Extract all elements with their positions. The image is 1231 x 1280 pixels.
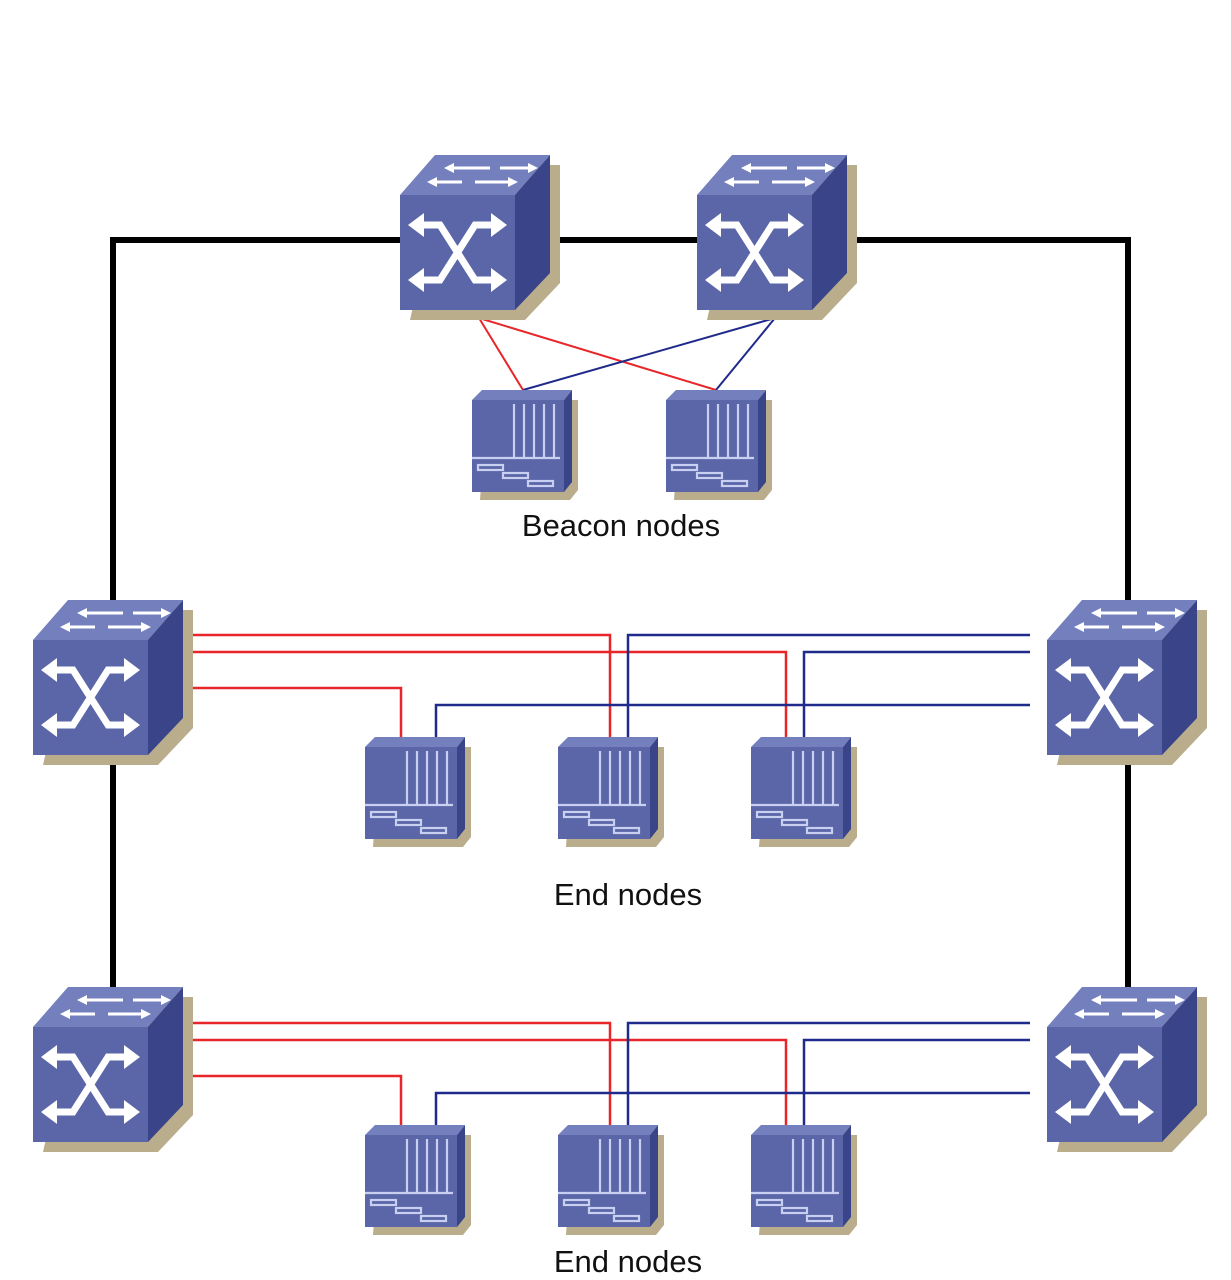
- end-nodes-label-2: End nodes: [553, 1244, 703, 1279]
- end-node-2-1: [363, 1123, 473, 1237]
- secondary-link: [626, 633, 1030, 742]
- middle-left-switch: [33, 600, 193, 765]
- secondary-link: [434, 703, 1030, 742]
- backbone-link: [110, 237, 400, 640]
- secondary-link: [434, 1091, 1030, 1130]
- primary-link: [478, 317, 717, 391]
- top-left-switch: [400, 155, 560, 320]
- end-node-1-3: [749, 735, 859, 849]
- primary-link: [190, 633, 612, 742]
- end-node-2-3: [749, 1123, 859, 1237]
- primary-link: [190, 1038, 788, 1130]
- primary-link: [190, 1021, 612, 1130]
- bottom-left-switch: [33, 987, 193, 1152]
- primary-link: [190, 650, 788, 742]
- secondary-link: [626, 1021, 1030, 1130]
- primary-link: [190, 1074, 403, 1130]
- beacon-node-1: [470, 388, 580, 502]
- top-right-switch: [697, 155, 857, 320]
- beacon-node-2: [664, 388, 774, 502]
- secondary-link: [522, 317, 776, 391]
- end-node-2-2: [556, 1123, 666, 1237]
- primary-link: [478, 317, 524, 391]
- secondary-link: [715, 317, 776, 391]
- bottom-right-switch: [1047, 987, 1207, 1152]
- end-nodes-label-1: End nodes: [553, 877, 703, 912]
- backbone-link: [850, 237, 1131, 602]
- primary-link: [190, 686, 403, 742]
- end-node-1-2: [556, 735, 666, 849]
- beacon-nodes-label: Beacon nodes: [521, 508, 721, 543]
- secondary-link: [802, 1038, 1030, 1130]
- middle-right-switch: [1047, 600, 1207, 765]
- end-node-1-1: [363, 735, 473, 849]
- secondary-link: [802, 650, 1030, 742]
